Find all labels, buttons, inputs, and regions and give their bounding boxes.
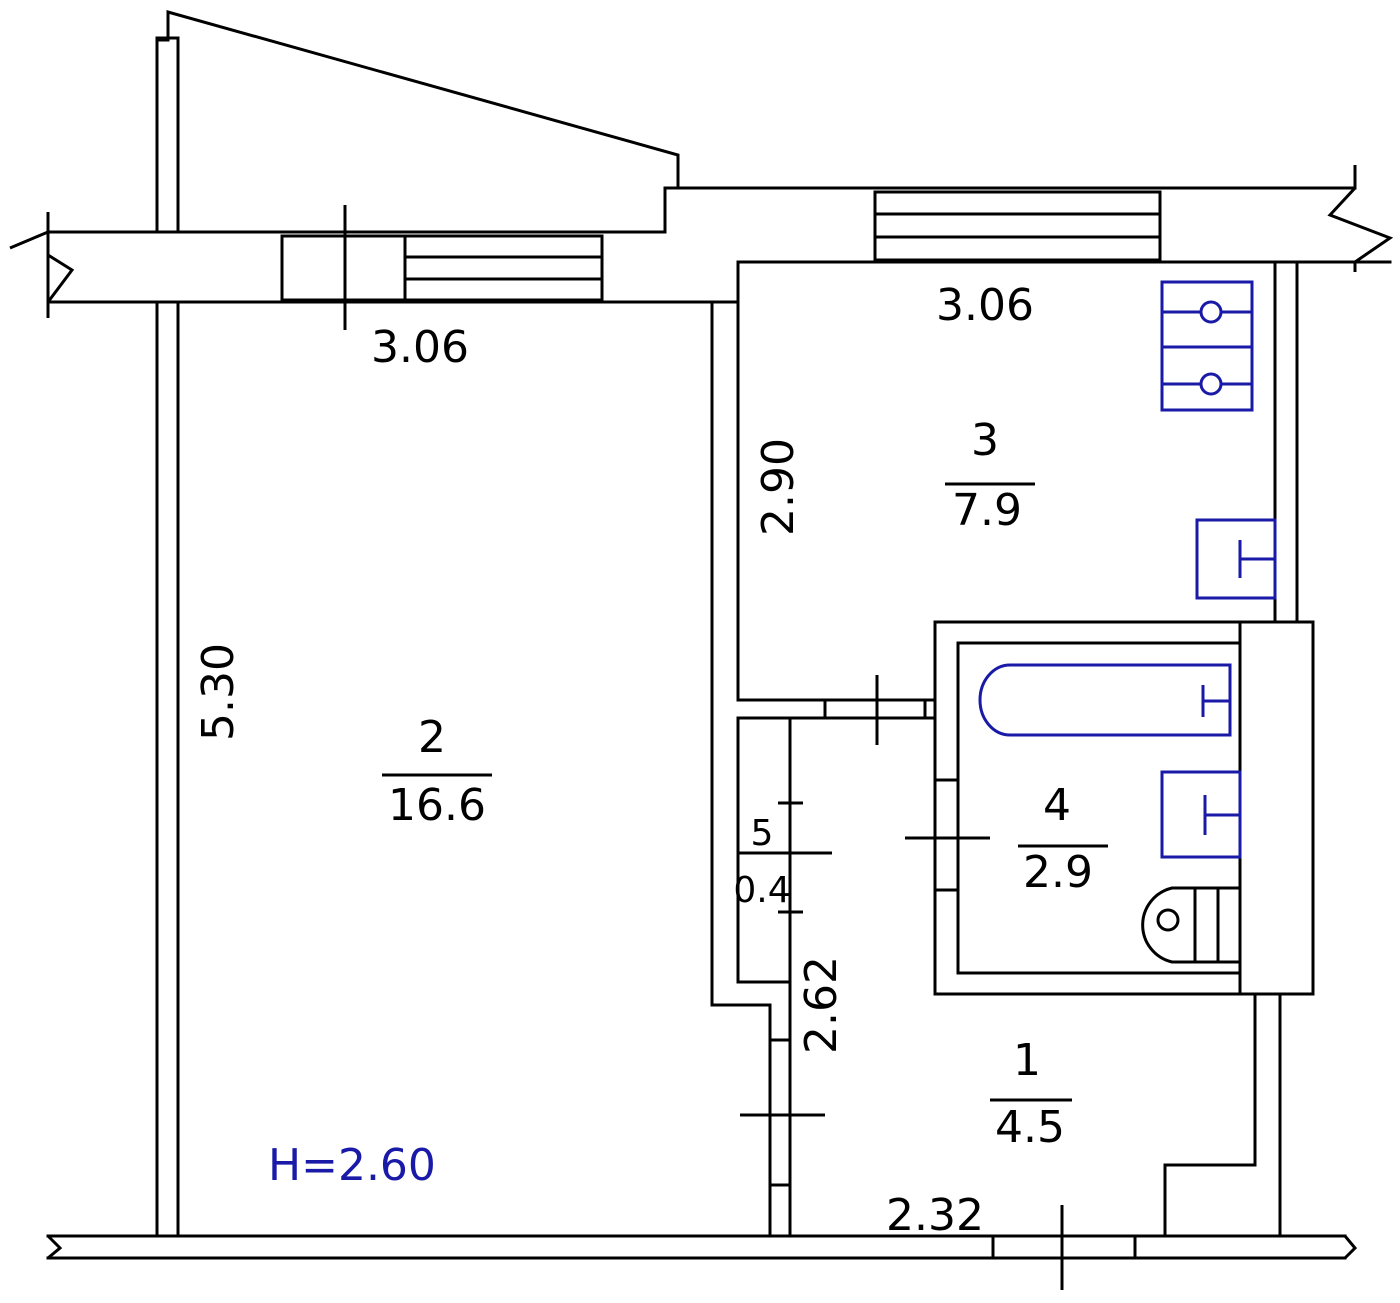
room-3-area: 7.9 (952, 485, 1022, 536)
balcony (155, 10, 680, 234)
room-2-area: 16.6 (388, 780, 486, 831)
room-4-walls (905, 620, 1315, 996)
room-3-walls (823, 260, 1299, 745)
burner-icon (1199, 372, 1223, 396)
burner-icon (1199, 300, 1223, 324)
toilet (1141, 886, 1240, 964)
room-3-number: 3 (971, 415, 999, 466)
room-1-area: 4.5 (995, 1102, 1065, 1153)
room-5-walls (736, 716, 937, 1236)
room-1-number: 1 (1013, 1035, 1041, 1086)
dimension-room-1-width: 2.32 (886, 1190, 984, 1241)
dimension-room-2-width: 3.06 (371, 322, 469, 373)
bathroom-sink (1160, 770, 1242, 859)
window-room-3 (873, 190, 1162, 262)
kitchen-stove (1160, 280, 1254, 412)
dimension-room-3-width: 3.06 (936, 280, 1034, 331)
bottom-wall (46, 1205, 1358, 1290)
window-room-2 (280, 234, 604, 302)
room-5-number: 5 (751, 813, 774, 854)
room-2-number: 2 (418, 712, 446, 763)
room-2-walls (155, 260, 937, 1238)
top-wall-left (9, 205, 740, 330)
dimension-room-2-length: 5.30 (193, 643, 244, 741)
room-4-area: 2.9 (1023, 847, 1093, 898)
dimension-room-1-length: 2.62 (796, 956, 847, 1054)
room-4-number: 4 (1043, 780, 1071, 831)
top-wall-right (663, 165, 1394, 272)
entrance-door (991, 1234, 1137, 1260)
ceiling-height-label: H=2.60 (268, 1140, 436, 1191)
bathtub (978, 663, 1232, 737)
room-1-walls (740, 992, 1282, 1238)
dimension-room-3-length: 2.90 (753, 438, 804, 536)
room-5-area: 0.4 (733, 870, 790, 911)
kitchen-sink (1195, 518, 1277, 600)
